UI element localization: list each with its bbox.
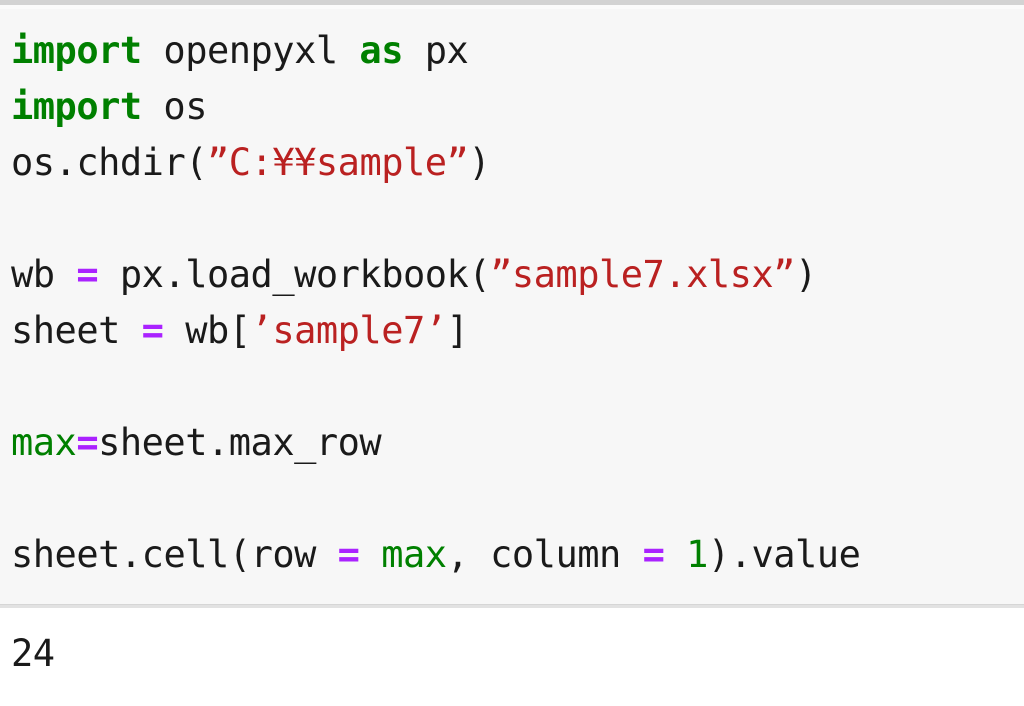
code-line: os.chdir(”C:¥¥sample”) — [0, 135, 1024, 191]
code-token-punct: ) — [468, 141, 491, 184]
code-token-punct: . — [119, 533, 142, 576]
code-token-builtin: max — [381, 533, 447, 576]
code-token-name: chdir — [76, 141, 186, 184]
code-token-punct: ( — [468, 253, 491, 296]
code-token-name: sheet — [11, 533, 120, 576]
code-token-punct: . — [207, 421, 229, 464]
input-output-separator — [0, 604, 1024, 608]
code-token-punct: ( — [185, 141, 208, 184]
code-token-operator: = — [337, 533, 360, 576]
code-token-name: openpyxl — [141, 29, 360, 72]
cell-top-border — [0, 0, 1024, 5]
code-token-punct: , — [446, 533, 491, 576]
cell-output-area: 24 — [0, 608, 1024, 706]
code-token-name: load_workbook — [185, 253, 469, 296]
code-token-name — [664, 533, 686, 576]
code-token-operator: = — [76, 421, 99, 464]
code-token-name: sheet — [11, 309, 142, 352]
cell-top-gap — [0, 5, 1024, 9]
code-token-keyword: import — [11, 29, 142, 72]
code-token-punct: [ — [228, 309, 251, 352]
code-line: max=sheet.max_row — [0, 415, 1024, 471]
code-token-operator: = — [141, 309, 164, 352]
code-token-name: px — [98, 253, 164, 296]
code-token-string: ”sample7.xlsx” — [490, 253, 795, 296]
code-token-name: wb — [163, 309, 229, 352]
output-value: 24 — [11, 632, 55, 675]
code-line — [0, 359, 1024, 415]
code-token-punct: . — [729, 533, 752, 576]
code-token-name: sheet — [98, 421, 207, 464]
code-token-name: value — [751, 533, 861, 576]
code-token-punct: . — [163, 253, 186, 296]
code-token-builtin: max — [11, 421, 77, 464]
code-token-punct: ) — [707, 533, 730, 576]
code-line: import openpyxl as px — [0, 23, 1024, 79]
code-token-string: ’sample7’ — [250, 309, 447, 352]
code-token-name: row — [250, 533, 338, 576]
code-token-name: px — [402, 29, 469, 72]
code-token-name: cell — [141, 533, 230, 576]
code-token-name: os — [11, 141, 55, 184]
code-token-operator: = — [642, 533, 665, 576]
code-token-name: os — [141, 85, 207, 128]
code-line: sheet = wb[’sample7’] — [0, 303, 1024, 359]
code-line: import os — [0, 79, 1024, 135]
code-token-name — [359, 533, 381, 576]
code-token-punct: . — [54, 141, 77, 184]
code-token-keyword: as — [359, 29, 403, 72]
code-token-keyword: import — [11, 85, 142, 128]
code-token-name: column — [490, 533, 643, 576]
code-token-punct: ] — [446, 309, 469, 352]
code-line: sheet.cell(row = max, column = 1).value — [0, 527, 1024, 583]
code-token-number: 1 — [686, 533, 708, 576]
code-line — [0, 191, 1024, 247]
code-token-name: max_row — [228, 421, 382, 464]
code-line: wb = px.load_workbook(”sample7.xlsx”) — [0, 247, 1024, 303]
code-token-string: ”C:¥¥sample” — [207, 141, 469, 184]
code-token-punct: ) — [794, 253, 817, 296]
code-token-punct: ( — [228, 533, 251, 576]
code-token-operator: = — [76, 253, 99, 296]
code-line — [0, 471, 1024, 527]
code-token-name: wb — [11, 253, 77, 296]
